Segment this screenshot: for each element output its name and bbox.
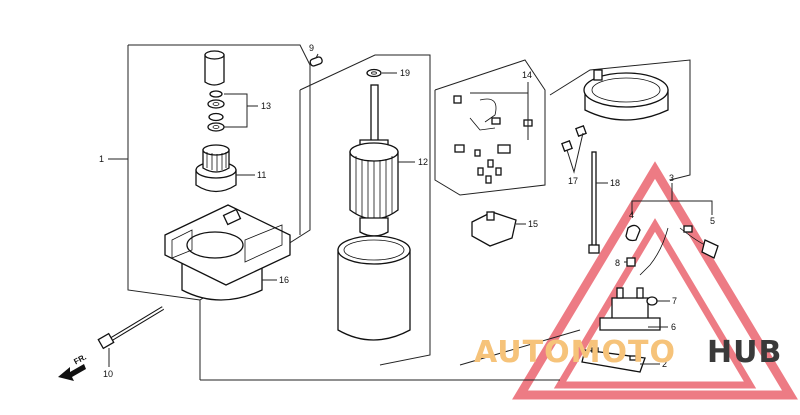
part-11-pinion-gear <box>195 144 237 193</box>
leader-9 <box>315 53 319 59</box>
part-2-bracket <box>581 347 646 373</box>
leader-13-bracket <box>224 93 248 128</box>
watermark-logo <box>512 161 798 400</box>
outline-cover-group <box>549 59 691 181</box>
outline-bottom-right <box>459 329 581 366</box>
part-yoke <box>337 235 411 341</box>
fr-label: FR. <box>72 352 88 366</box>
watermark-outer-triangle <box>512 161 798 400</box>
part-9-pin <box>309 56 323 67</box>
callout-labels: 1 2 3 4 5 6 7 8 9 10 11 12 13 14 15 16 1… <box>99 43 715 379</box>
outline-housing-left <box>127 45 201 301</box>
watermark-text: AUTOMOTO HUB <box>474 335 782 370</box>
part-14-brush-set <box>453 95 533 184</box>
outline-armature-group <box>299 54 431 366</box>
callout-17: 17 <box>568 176 578 186</box>
callout-5: 5 <box>710 216 715 226</box>
leader-17 <box>566 132 584 174</box>
part-15-brush-holder <box>471 211 517 247</box>
callout-18: 18 <box>610 178 620 188</box>
callout-10: 10 <box>103 369 113 379</box>
group-outlines <box>127 44 691 381</box>
part-6-solenoid <box>599 287 661 331</box>
part-pinion-cap <box>204 50 225 86</box>
callout-4: 4 <box>629 210 634 220</box>
callout-9: 9 <box>309 43 314 53</box>
callout-3: 3 <box>669 173 674 183</box>
part-18-stud <box>588 151 600 254</box>
part-17-bolts <box>561 125 587 152</box>
part-7-nut <box>646 296 658 306</box>
callout-15: 15 <box>528 219 538 229</box>
callout-13: 13 <box>261 101 271 111</box>
watermark-text-hub: HUB <box>707 335 782 370</box>
leader-lines <box>108 53 713 367</box>
leader-14-bracket <box>470 92 529 140</box>
part-19-washer <box>366 68 382 78</box>
watermark-inner-triangle <box>553 218 757 389</box>
part-16-front-housing <box>164 204 291 301</box>
callout-14: 14 <box>522 70 532 80</box>
callout-1: 1 <box>99 154 104 164</box>
callout-16: 16 <box>279 275 289 285</box>
part-8-nut <box>626 257 636 267</box>
part-13-washers <box>207 90 225 132</box>
callout-11: 11 <box>257 170 266 180</box>
outline-brush-group <box>434 59 546 196</box>
part-12-armature <box>349 84 399 255</box>
part-10-through-bolt <box>97 306 165 350</box>
callout-19: 19 <box>400 68 410 78</box>
callout-7: 7 <box>672 296 677 306</box>
part-rear-cover <box>583 69 669 121</box>
callout-2: 2 <box>662 359 667 369</box>
fr-arrow-icon <box>58 364 86 381</box>
part-cables <box>625 224 719 276</box>
callout-12: 12 <box>418 157 428 167</box>
callout-6: 6 <box>671 322 676 332</box>
watermark-text-automoto: AUTOMOTO <box>474 335 676 370</box>
outline-housing-group <box>128 44 311 380</box>
callout-8: 8 <box>615 258 620 268</box>
front-direction-indicator: FR. <box>58 352 88 381</box>
